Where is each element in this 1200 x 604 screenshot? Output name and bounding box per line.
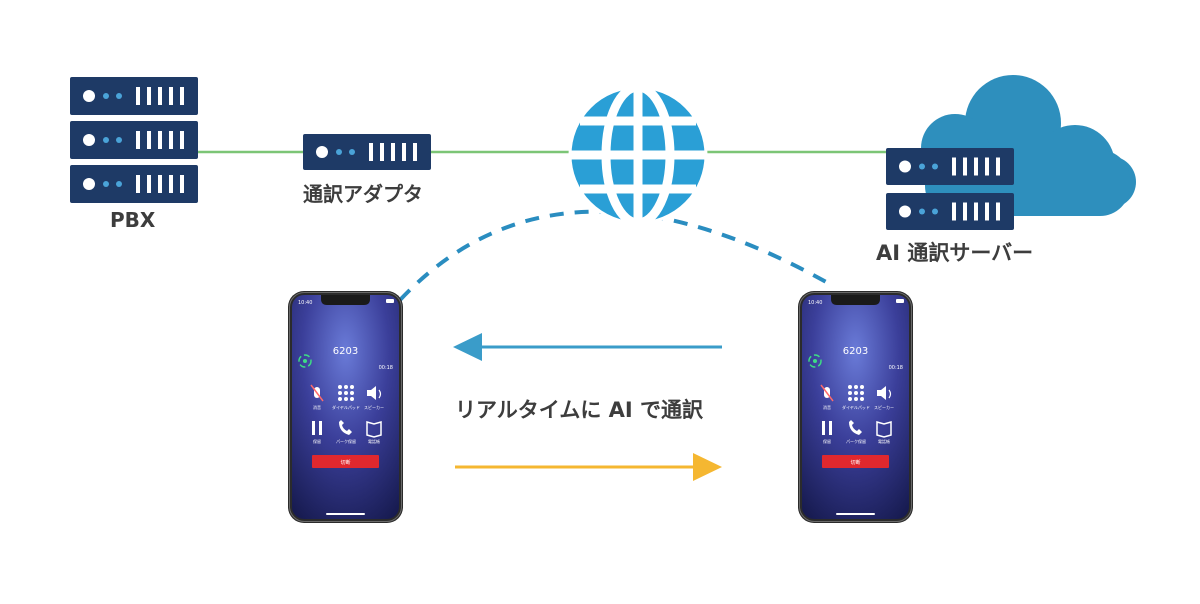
transfer-icon <box>849 420 862 435</box>
pbx-label: PBX <box>110 208 156 232</box>
phonebook-icon <box>876 421 892 438</box>
svg-text:ダイヤルパッド: ダイヤルパッド <box>332 404 360 410</box>
status-time: 10:40 <box>808 300 822 306</box>
speaker-icon <box>367 386 376 400</box>
speaker-icon <box>877 386 886 400</box>
svg-text:消音: 消音 <box>313 404 321 410</box>
smartphone-right: 10:40 6203 00:18 消音 ダイヤルパッドスピーカー保留 パーク保留 電話帳切断 <box>798 291 913 523</box>
arrow-left-icon <box>453 333 722 361</box>
wireless-link-arc <box>398 209 836 302</box>
pause-icon <box>822 421 825 435</box>
adapter-label: 通訳アダプタ <box>303 182 423 206</box>
pause-icon <box>312 421 315 435</box>
svg-text:保留: 保留 <box>823 438 831 444</box>
svg-text:スピーカー: スピーカー <box>874 405 894 410</box>
call-duration: 00:18 <box>889 365 903 371</box>
hangup-button <box>822 455 889 468</box>
ai-server-label: AI 通訳サーバー <box>876 241 1034 265</box>
hangup-button <box>312 455 379 468</box>
adapter-device-icon <box>303 134 431 170</box>
globe-icon <box>568 82 708 228</box>
realtime-label: リアルタイムに AI で通訳 <box>455 398 704 422</box>
ai-server-icon <box>886 148 1014 230</box>
call-number: 6203 <box>333 346 358 357</box>
transfer-icon <box>339 420 352 435</box>
svg-text:電話帳: 電話帳 <box>368 438 380 444</box>
pbx-server-icon <box>70 77 198 203</box>
smartphone-left: 10:40 6203 00:18 消音 ダイヤルパッドスピーカー保留 パーク保留 電話帳切断 <box>288 291 403 523</box>
status-time: 10:40 <box>298 300 312 306</box>
svg-text:電話帳: 電話帳 <box>878 438 890 444</box>
svg-text:スピーカー: スピーカー <box>364 405 384 410</box>
call-number: 6203 <box>843 346 868 357</box>
svg-text:パーク保留: パーク保留 <box>336 438 356 444</box>
svg-text:消音: 消音 <box>823 404 831 410</box>
svg-text:ダイヤルパッド: ダイヤルパッド <box>842 404 870 410</box>
phonebook-icon <box>366 421 382 438</box>
svg-text:保留: 保留 <box>313 438 321 444</box>
svg-text:パーク保留: パーク保留 <box>846 438 866 444</box>
svg-text:切断: 切断 <box>340 459 350 466</box>
svg-text:切断: 切断 <box>850 459 860 466</box>
arrow-right-icon <box>455 453 722 481</box>
call-duration: 00:18 <box>379 365 393 371</box>
